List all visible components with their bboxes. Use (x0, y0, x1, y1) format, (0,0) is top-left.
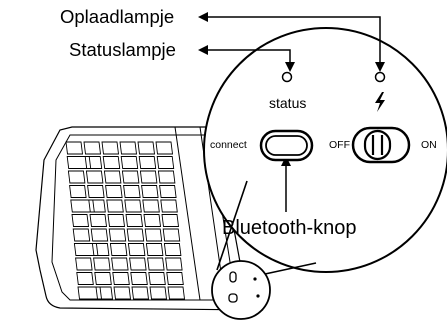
key (90, 228, 109, 242)
key (160, 199, 178, 213)
key (125, 214, 144, 227)
charge-led-callout: Oplaadlampje (60, 6, 175, 27)
power-switch-knob[interactable] (363, 129, 392, 161)
key (137, 141, 156, 155)
key (106, 199, 124, 213)
key (166, 272, 184, 285)
key (95, 286, 114, 300)
key (131, 286, 150, 300)
key (72, 228, 91, 242)
key (141, 185, 159, 198)
key (159, 185, 177, 198)
key (149, 286, 168, 300)
off-label: OFF (329, 139, 350, 151)
key (87, 185, 105, 198)
key (163, 243, 182, 256)
key (111, 257, 129, 271)
callout-lines (205, 16, 381, 212)
key (124, 199, 142, 213)
key (112, 272, 130, 285)
key (138, 156, 157, 169)
key (144, 228, 163, 242)
magnifier-circle (203, 27, 447, 273)
key (119, 141, 138, 155)
key (77, 286, 103, 300)
status-label: status (269, 95, 307, 111)
key (127, 243, 146, 256)
detail-circle (211, 260, 271, 320)
key-grid (65, 141, 186, 300)
key (113, 286, 132, 300)
key (148, 272, 166, 285)
key (129, 257, 147, 271)
key (73, 243, 99, 256)
bluetooth-button-callout: Bluetooth-knop (222, 217, 357, 239)
key (89, 214, 108, 227)
connect-label: connect (210, 139, 247, 151)
key (103, 170, 122, 184)
key (105, 185, 123, 198)
key (143, 214, 162, 227)
key (121, 170, 140, 184)
key (71, 214, 90, 227)
key (108, 228, 127, 242)
key (91, 243, 110, 256)
key (157, 170, 176, 184)
key (139, 170, 158, 184)
key (161, 214, 180, 227)
key (94, 272, 112, 285)
key (167, 286, 186, 300)
key (145, 243, 164, 256)
key (84, 156, 103, 169)
key (156, 156, 175, 169)
key (85, 170, 104, 184)
key (75, 257, 93, 271)
key (69, 185, 87, 198)
connect-button[interactable] (265, 135, 308, 156)
key (165, 257, 183, 271)
status-led-callout: Statuslampje (69, 39, 176, 60)
key (102, 156, 121, 169)
key (101, 141, 120, 155)
key (65, 141, 84, 155)
status-led-icon (281, 71, 293, 83)
key (93, 257, 111, 271)
key (107, 214, 126, 227)
key (147, 257, 165, 271)
key (83, 141, 102, 155)
charge-led-icon (374, 71, 386, 83)
key (142, 199, 160, 213)
key (162, 228, 181, 242)
on-label: ON (421, 139, 437, 151)
key (155, 141, 174, 155)
key (67, 170, 86, 184)
key (109, 243, 128, 256)
key (66, 156, 92, 169)
lightning-bolt-icon (375, 92, 385, 112)
key (126, 228, 145, 242)
key (76, 272, 94, 285)
key (88, 199, 106, 213)
key (70, 199, 95, 213)
key (120, 156, 139, 169)
key (130, 272, 148, 285)
key (123, 185, 141, 198)
